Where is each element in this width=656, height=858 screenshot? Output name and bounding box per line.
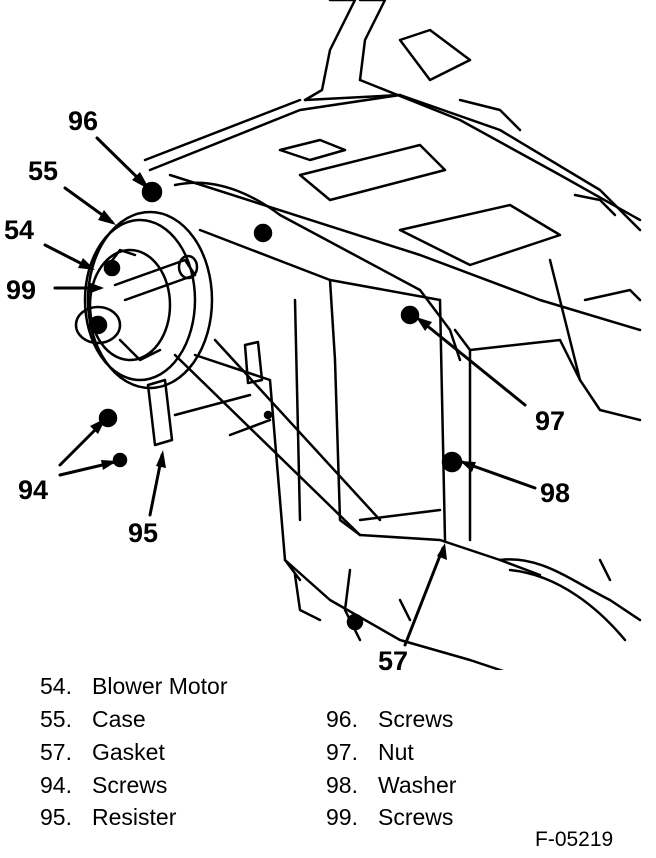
legend-label: Screws	[378, 804, 454, 830]
legend-number: 55.	[40, 706, 72, 732]
legend-number: 98.	[326, 772, 358, 798]
legend-item: 94. Screws	[40, 774, 167, 797]
legend-item: 99. Screws	[326, 806, 453, 829]
legend-label: Gasket	[92, 739, 165, 765]
callout-98: 98	[540, 478, 571, 508]
gasket	[173, 338, 442, 537]
fasteners	[98, 181, 463, 631]
arrow-heads	[78, 172, 476, 560]
blower-assembly-drawing	[43, 0, 642, 670]
resister	[146, 340, 273, 447]
legend-item: 57. Gasket	[40, 741, 165, 764]
legend-number: 94.	[40, 772, 72, 798]
legend-label: Resister	[92, 804, 177, 830]
legend-label: Nut	[378, 739, 414, 765]
legend-number: 57.	[40, 739, 72, 765]
callout-57: 57	[378, 646, 409, 676]
figure-id: F-05219	[535, 828, 614, 851]
callout-55: 55	[28, 156, 59, 186]
callout-96: 96	[68, 106, 99, 136]
legend-item: 98. Washer	[326, 774, 456, 797]
legend-label: Washer	[378, 772, 457, 798]
legend-number: 95.	[40, 804, 72, 830]
legend-label: Screws	[92, 772, 168, 798]
callout-97: 97	[535, 406, 566, 436]
dashboard-structure	[143, 0, 642, 422]
callout-94: 94	[18, 475, 49, 505]
legend-item: 54. Blower Motor	[40, 675, 227, 698]
legend-number: 97.	[326, 739, 358, 765]
callout-99: 99	[6, 275, 37, 305]
blower-motor	[74, 210, 214, 390]
legend-label: Case	[92, 706, 146, 732]
legend-item: 97. Nut	[326, 741, 414, 764]
legend-item: 55. Case	[40, 708, 146, 731]
legend-label: Screws	[378, 706, 454, 732]
legend-number: 96.	[326, 706, 358, 732]
legend-item: 95. Resister	[40, 806, 176, 829]
legend-number: 54.	[40, 673, 72, 699]
legend-number: 99.	[326, 804, 358, 830]
legend-label: Blower Motor	[92, 673, 228, 699]
legend-item: 96. Screws	[326, 708, 453, 731]
callout-95: 95	[128, 518, 159, 548]
callout-54: 54	[4, 215, 35, 245]
blower-case	[173, 181, 642, 670]
